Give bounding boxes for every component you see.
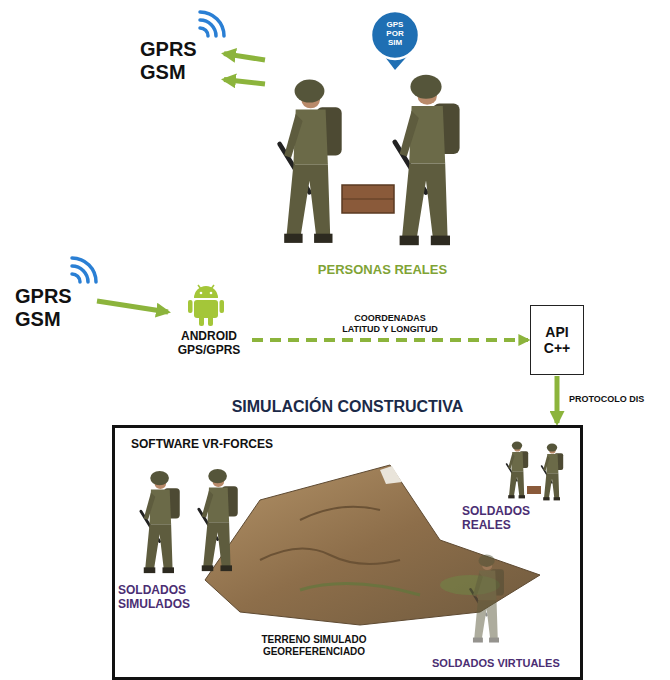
people-group: PERSONAS REALES [265, 50, 500, 278]
figure-label: SOLDADOS VIRTUALES [432, 657, 577, 670]
virtual-soldier [470, 554, 503, 642]
flow-arrow [555, 376, 560, 423]
flow-arrow [224, 54, 265, 60]
network-label: GPRS GSM [140, 38, 220, 90]
edge-label: COORDENADAS LATITUD Y LONGITUD [336, 313, 444, 334]
flow-arrow [97, 301, 168, 312]
node-text: ANDROID GPS/GPRS [173, 330, 245, 358]
soldier-figure [542, 444, 564, 501]
device-node: ANDROID GPS/GPRS [168, 286, 250, 358]
process-box: API C++ [530, 305, 584, 375]
soldier-figure [507, 442, 529, 499]
signal-waves [200, 12, 224, 36]
soldier-figure [280, 80, 342, 243]
flow-arrow [224, 80, 265, 84]
crate [527, 486, 541, 494]
soldier-figure [280, 75, 460, 245]
node-text: PERSONAS REALES [318, 263, 447, 278]
gps-pin [371, 11, 420, 70]
figure-label: SOLDADOS SIMULADOS [118, 584, 198, 612]
flow-arrow [252, 338, 528, 342]
crate [342, 185, 394, 213]
soldier-figure [507, 442, 564, 501]
soldier-figure [141, 469, 238, 573]
signal-waves [72, 258, 96, 282]
pin-label: GPS POR SIM [380, 21, 410, 47]
node-text: SIMULACIÓN CONSTRUCTIVA [232, 398, 464, 416]
android-icon [188, 285, 224, 326]
figure-label: SOLDADOS REALES [462, 505, 540, 533]
network-label: GPRS GSM [15, 285, 95, 337]
soldier-figure [395, 75, 460, 245]
figure-label: TERRENO SIMULADO GEOREFERENCIADO [256, 634, 372, 657]
soldier-figure [199, 469, 238, 571]
virtual-soldier [470, 554, 503, 642]
node-text: GPRS GSM [15, 285, 85, 331]
node-text: GPRS GSM [140, 38, 210, 84]
soldier-figure [141, 471, 180, 573]
edge-label: PROTOCOLO DIS [567, 394, 646, 404]
node-subtext: SOFTWARE VR-FORCES [131, 438, 564, 452]
node-text: API C++ [535, 324, 579, 356]
crate [342, 199, 394, 200]
